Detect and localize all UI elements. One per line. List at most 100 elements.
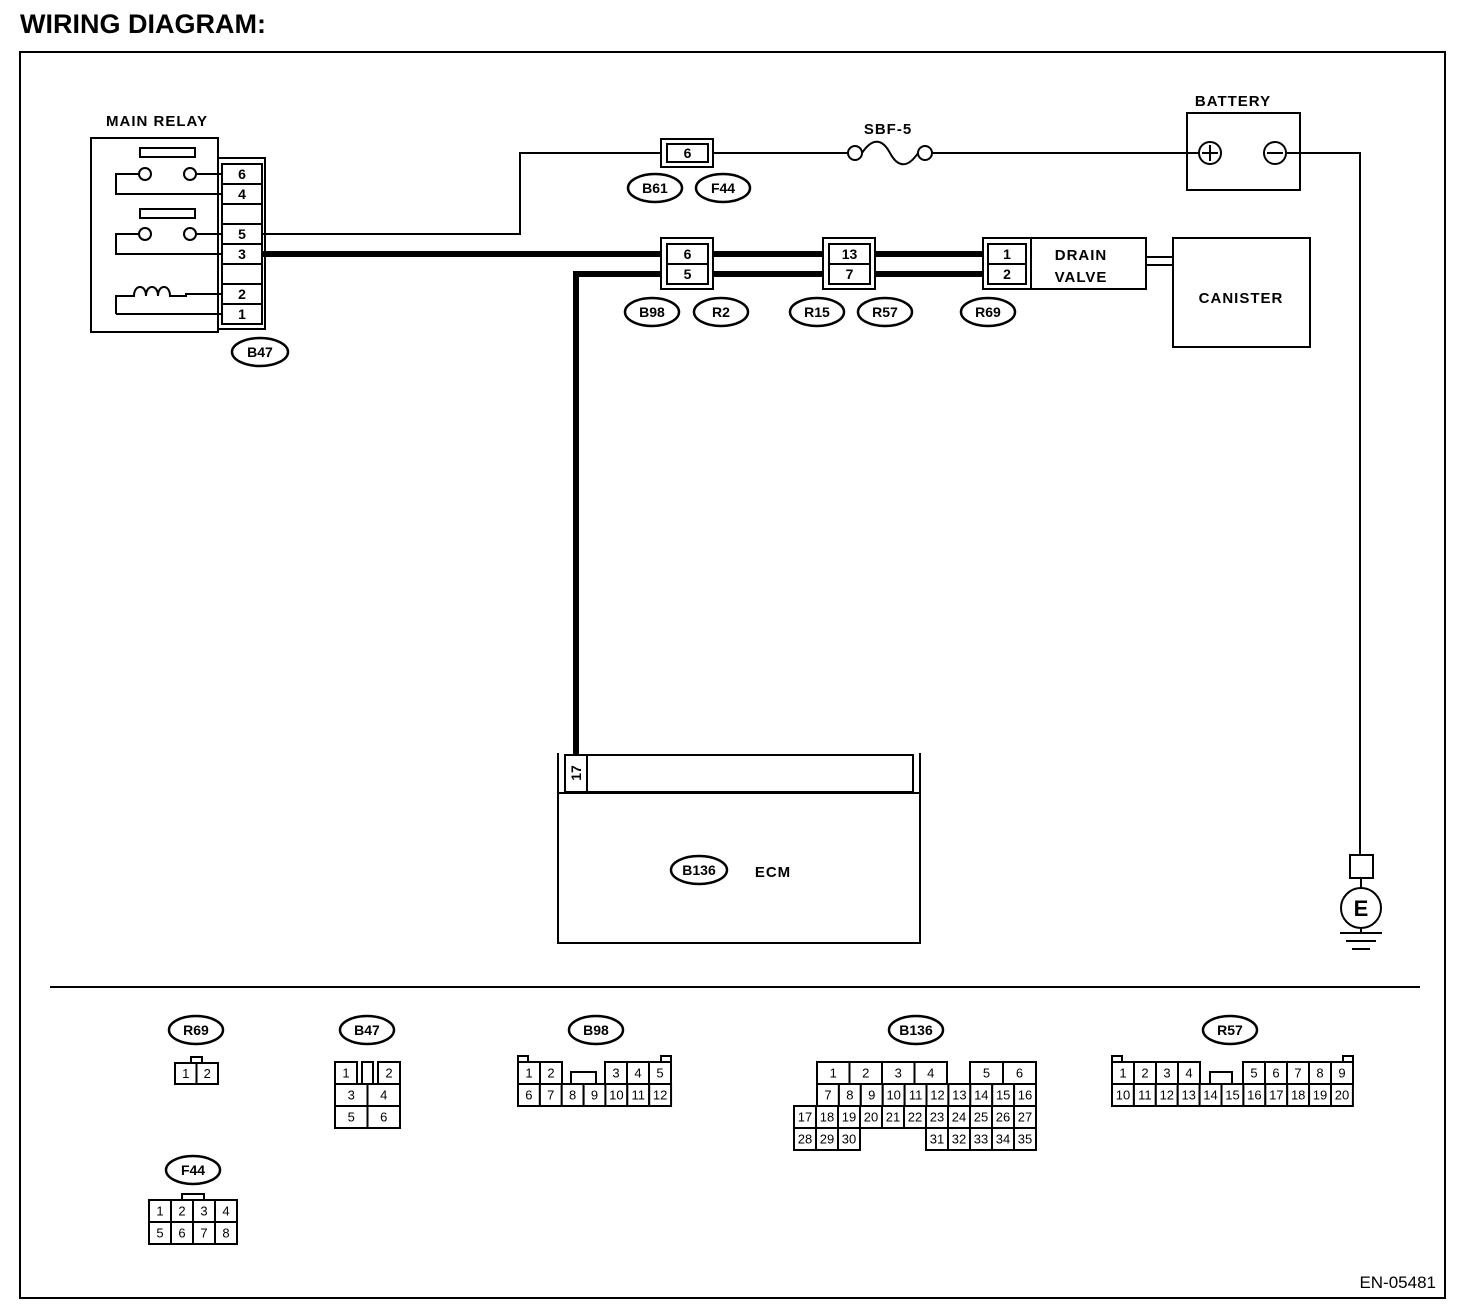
pin-number: 19 — [842, 1110, 856, 1125]
pin-number: 31 — [930, 1132, 944, 1147]
pin-number: 8 — [222, 1226, 229, 1241]
pin-number: 12 — [1160, 1088, 1174, 1103]
pin-number: 9 — [868, 1088, 875, 1103]
connector-id-oval — [692, 296, 750, 328]
pin-number: 8 — [569, 1088, 576, 1103]
connector-id-label: B47 — [354, 1022, 380, 1038]
canister: CANISTER — [1172, 237, 1311, 348]
connector-id-label: R69 — [183, 1022, 209, 1038]
canister-body — [1172, 237, 1311, 348]
connector-id-label: B136 — [682, 862, 716, 878]
pin-number: 6 — [380, 1110, 387, 1125]
pin-number: 2 — [1141, 1066, 1148, 1081]
pin-number: 10 — [886, 1088, 900, 1103]
pin-number: 16 — [1247, 1088, 1261, 1103]
pin-number: 21 — [886, 1110, 900, 1125]
drain-valve-label-line1: DRAIN — [1055, 247, 1108, 264]
relay-contact — [183, 227, 197, 241]
battery: BATTERY — [1186, 93, 1301, 191]
pin-number: 17 — [568, 765, 584, 781]
pin-number: 18 — [1291, 1088, 1305, 1103]
connector-id-oval — [567, 1014, 625, 1046]
pin-number: 1 — [156, 1204, 163, 1219]
connector-housing — [218, 157, 266, 330]
connector-cell — [366, 1105, 401, 1129]
fuse-terminal — [917, 145, 933, 161]
connector-cell — [214, 1221, 238, 1245]
drain-valve-label-line2: VALVE — [1055, 269, 1108, 286]
pin-number: 2 — [862, 1066, 869, 1081]
pin-number: 10 — [1116, 1088, 1130, 1103]
pin-number: 1 — [182, 1066, 189, 1081]
pin-number: 29 — [820, 1132, 834, 1147]
pin-number: 2 — [238, 286, 246, 302]
connector-id-oval — [959, 296, 1017, 328]
main-relay-label: MAIN RELAY — [106, 113, 208, 130]
connector-r15-r57: 13 7 R15 R57 — [788, 237, 914, 328]
pin-number: 11 — [909, 1088, 923, 1103]
ground-terminal — [1349, 854, 1374, 879]
pin-number: 14 — [1203, 1088, 1217, 1103]
pin-number: 28 — [798, 1132, 812, 1147]
pin-number: 1 — [342, 1066, 349, 1081]
pin-number: 3 — [612, 1066, 619, 1081]
fuse-sbf-5: SBF-5 — [847, 121, 933, 166]
relay-contact-bar — [139, 208, 196, 219]
pin-number: 6 — [238, 166, 246, 182]
main-relay: MAIN RELAY — [90, 113, 222, 333]
pin-number: 19 — [1313, 1088, 1327, 1103]
connector-b98-r2: 6 5 B98 R2 — [623, 237, 750, 328]
fuse-element — [861, 140, 919, 166]
pin-number: 5 — [684, 266, 692, 282]
pin-number: 9 — [591, 1088, 598, 1103]
pin-number: 6 — [1272, 1066, 1279, 1081]
pin-number: 3 — [895, 1066, 902, 1081]
pin-number: 3 — [238, 246, 246, 262]
pin-number: 12 — [653, 1088, 667, 1103]
relay-coil — [115, 286, 222, 315]
connector-dividers — [222, 183, 262, 305]
pin-number: 8 — [1316, 1066, 1323, 1081]
pin-number: 6 — [684, 246, 692, 262]
pin-number: 9 — [1338, 1066, 1345, 1081]
relay-contact — [138, 227, 152, 241]
pin-number: 5 — [156, 1226, 163, 1241]
drain-valve-body — [1030, 237, 1147, 290]
pin-number: 7 — [1294, 1066, 1301, 1081]
pin-number: 2 — [178, 1204, 185, 1219]
pin-number: 3 — [1163, 1066, 1170, 1081]
connector-id-oval — [694, 172, 752, 204]
fuse-terminal — [847, 145, 863, 161]
pin-number: 3 — [200, 1204, 207, 1219]
pin-number: 15 — [1225, 1088, 1239, 1103]
connector-id-label: R2 — [712, 304, 730, 320]
pin-number: 24 — [952, 1110, 966, 1125]
pin-number: 1 — [238, 306, 246, 322]
pin-number: 30 — [842, 1132, 856, 1147]
pin-number: 7 — [200, 1226, 207, 1241]
connector-latch — [361, 1061, 374, 1085]
pin-number: 5 — [656, 1066, 663, 1081]
pin-number: 4 — [634, 1066, 641, 1081]
connector-id-label: R69 — [975, 304, 1001, 320]
ecm-label: ECM — [755, 864, 791, 881]
pin-number: 11 — [1138, 1088, 1152, 1103]
relay-switch-wiring — [115, 173, 222, 195]
hose-drain-valve-to-canister — [1146, 256, 1173, 266]
pin-number: 20 — [864, 1110, 878, 1125]
connector-id-label: B136 — [899, 1022, 933, 1038]
relay-switch-wiring — [115, 233, 222, 255]
connector-id-oval — [887, 1014, 945, 1046]
ecm-connector — [564, 754, 914, 793]
pin-number: 2 — [385, 1066, 392, 1081]
pin-number: 32 — [952, 1132, 966, 1147]
connector-id-oval — [669, 854, 729, 886]
pin-number: 1 — [1119, 1066, 1126, 1081]
connector-id-oval — [1201, 1014, 1259, 1046]
fuse-label: SBF-5 — [864, 121, 912, 138]
pin-number: 13 — [842, 246, 858, 262]
pin-number: 12 — [930, 1088, 944, 1103]
